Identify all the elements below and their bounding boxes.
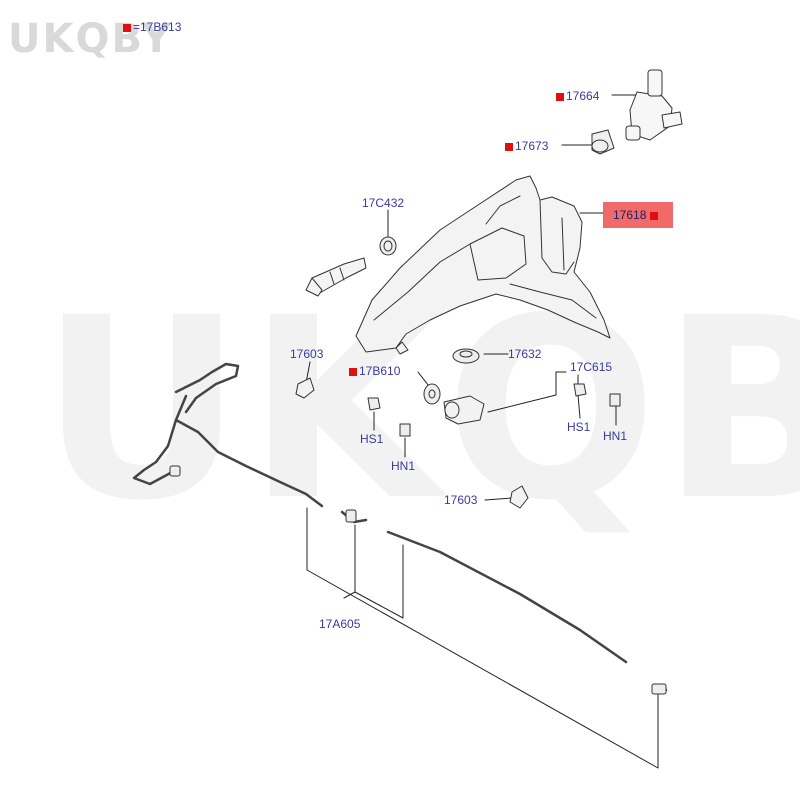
marker-square xyxy=(556,92,564,101)
grommet-17C432 xyxy=(379,236,397,256)
label-HN1-right: HN1 xyxy=(603,429,628,443)
seal-17632 xyxy=(452,348,480,364)
highlight-17618 xyxy=(603,202,673,228)
clip-17603a xyxy=(295,377,315,399)
label-17618: 17618 xyxy=(613,208,660,222)
label-17B610: 17B610 xyxy=(349,364,400,378)
connector-17C615 xyxy=(443,395,485,425)
fastener-HN1a xyxy=(399,423,411,437)
label-17603-upper: 17603 xyxy=(290,347,324,361)
watermark-corner: UKQBY xyxy=(8,16,173,62)
leader-17603b xyxy=(484,497,513,501)
leader-17A605-a xyxy=(306,507,659,769)
label-HN1-left: HN1 xyxy=(391,459,416,473)
label-HS1-right: HS1 xyxy=(567,420,591,434)
label-17C615: 17C615 xyxy=(570,360,613,374)
hose-connectors xyxy=(169,465,667,695)
label-17664: 17664 xyxy=(556,89,599,103)
marker-square xyxy=(505,142,513,151)
marker-square xyxy=(123,23,131,32)
leader-HS1b xyxy=(577,394,581,419)
label-17A605: 17A605 xyxy=(319,617,361,631)
washer-reservoir xyxy=(355,175,611,355)
grommet-17B610 xyxy=(423,383,441,405)
hose-assembly xyxy=(132,362,668,692)
clip-17603b xyxy=(509,485,529,509)
grommet-17673 xyxy=(591,129,615,155)
label-17632: 17632 xyxy=(508,347,542,361)
label-17B613: =17B613 xyxy=(123,20,181,34)
label-HS1-left: HS1 xyxy=(360,432,384,446)
fastener-HN1b xyxy=(609,393,621,407)
marker-square xyxy=(349,367,357,376)
washer-pump xyxy=(625,69,683,141)
leader-17C615-left xyxy=(487,371,559,413)
level-sensor xyxy=(305,257,367,297)
fastener-HS1b xyxy=(573,383,587,397)
marker-square xyxy=(650,211,659,220)
label-17673: 17673 xyxy=(505,139,548,153)
label-17C432: 17C432 xyxy=(362,196,405,210)
label-17603-lower: 17603 xyxy=(444,493,478,507)
fastener-HS1a xyxy=(367,397,381,411)
